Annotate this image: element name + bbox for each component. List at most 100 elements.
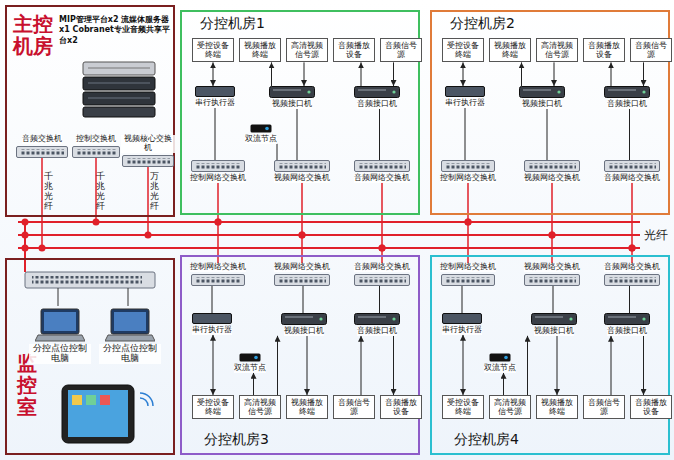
terminal-label: 音频播放设备 [335,41,373,59]
room-panel: 分控机房1受控设备终端视频播放终端高清视频信号源音频播放设备音频信号源双流节点串… [180,10,420,215]
device-label: 音频接口机 [607,100,647,109]
device-label: 双流节点 [484,364,516,373]
device-label: 串行执行器 [192,326,232,335]
box-icon [281,313,327,325]
terminal-label: 受控设备终端 [194,41,232,59]
device-label: 串行执行器 [445,99,485,108]
box-icon [604,86,650,98]
terminal-box: 高清视频信号源 [489,395,531,419]
device-label: 音频网络交换机 [354,174,410,183]
terminal-box: 音频信号源 [630,38,672,62]
fiber-drop [147,167,149,235]
junction-dot [93,219,100,226]
terminal-label: 高清视频信号源 [538,41,576,59]
terminal-box: 高清视频信号源 [239,395,281,419]
room-title: 分控机房4 [454,431,519,449]
signal-connector [527,336,528,395]
device-label: 音频接口机 [357,100,397,109]
box-icon [531,313,577,325]
signal-connector [297,109,298,160]
signal-connector [307,336,308,395]
fiber-bus [18,222,640,248]
device-label: 视频接口机 [284,327,324,336]
device-node: 分控点位控制电脑 [29,308,91,364]
device-node: 串行执行器 [440,313,484,335]
box-icon [354,313,400,325]
signal-connector [629,109,630,160]
device-label: 视频核心交换机 [121,135,175,153]
junction-dot [465,219,472,226]
junction-dot [549,232,556,239]
sw-icon [524,274,580,286]
terminal-label: 受控设备终端 [444,398,482,416]
box-icon [269,86,315,98]
device-label: 视频网络交换机 [274,263,330,272]
terminal-label: 音频信号源 [585,398,623,416]
device-node: 音频接口机 [347,313,407,336]
fiber-label: 千兆光纤 [96,172,105,212]
signal-connector [393,62,394,86]
terminal-box: 音频信号源 [583,395,625,419]
device-node: 控制网络交换机 [440,160,496,183]
junction-dot [299,232,306,239]
device-node: 串行执行器 [440,86,490,108]
room-panel: 分控机房3控制网络交换机视频网络交换机音频网络交换机串行执行器视频接口机音频接口… [180,255,420,455]
room-title: 主控机房 [13,13,53,57]
device-label: 双流节点 [245,135,277,144]
fiber-drop [381,183,383,248]
signal-connector [379,286,380,313]
sw-icon [274,274,330,286]
room-panel: 分控机房4控制网络交换机视频网络交换机音频网络交换机串行执行器视频接口机音频接口… [430,255,670,455]
terminal-box: 音频播放设备 [380,395,422,419]
signal-connector [253,373,254,395]
device-label: 音频网络交换机 [354,263,410,272]
server-stack [83,62,155,117]
sw-icon [524,160,580,172]
junction-dot [465,219,472,226]
signal-connector [212,286,213,313]
fiber-drop [631,183,633,248]
signal-connector [304,62,305,86]
device-node: 分控点位控制电脑 [99,308,161,364]
device-node: 视频接口机 [274,313,334,336]
node-icon [250,124,272,133]
room-title: 分控机房1 [200,15,265,33]
room-note: MIP管理平台x2 流媒体服务器x1 Cobranet专业音频共享平台x2 [59,15,174,46]
sw-icon [274,160,330,172]
junction-dot [145,232,152,239]
fiber-label: 光纤 [644,227,668,244]
device-label: 视频接口机 [522,100,562,109]
terminal-label: 视频播放终端 [241,41,279,59]
signal-connector [553,286,554,313]
room-title: 分控机房2 [450,15,515,33]
device-node: 视频网络交换机 [272,263,332,286]
signal-connector [547,109,548,160]
signal-connector [277,336,278,395]
device-node: 音频网络交换机 [602,263,662,286]
device-node: 视频接口机 [524,313,584,336]
node-icon [239,353,261,362]
device-label: 视频接口机 [272,100,312,109]
signal-connector [463,335,464,395]
terminal-box: 高清视频信号源 [286,38,328,62]
box-icon [604,313,650,325]
terminal-box: 受控设备终端 [442,395,484,419]
terminal-label: 音频播放设备 [632,398,670,416]
terminal-box: 音频播放设备 [333,38,375,62]
device-node: 视频网络交换机 [522,263,582,286]
signal-connector [463,62,464,86]
junction-dot [299,232,306,239]
terminal-label: 音频信号源 [335,398,373,416]
device-node: 视频接口机 [512,86,572,109]
signal-connector [361,62,362,86]
terminal-box: 受控设备终端 [192,38,234,62]
signal-connector [462,286,463,313]
tablet [62,385,153,443]
terminal-label: 高清视频信号源 [491,398,529,416]
sw-icon [354,160,410,172]
sw-icon [16,146,68,158]
sw-icon [441,160,495,172]
device-label: 视频网络交换机 [524,263,580,272]
terminal-label: 视频播放终端 [491,41,529,59]
device-label: 双流节点 [234,364,266,373]
